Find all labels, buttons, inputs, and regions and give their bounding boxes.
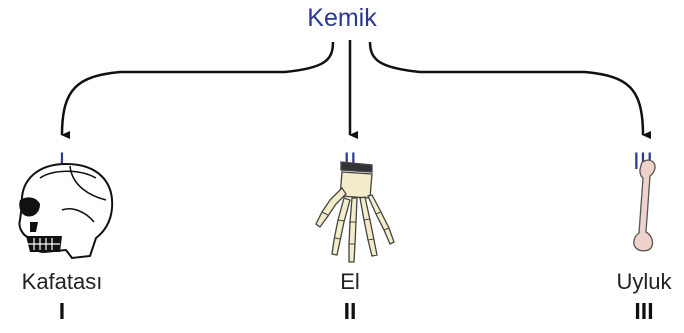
label-ii-top: II [343, 148, 356, 176]
label-el: El [340, 269, 360, 295]
arrow-to-iii [370, 42, 643, 135]
label-iii-top: III [633, 148, 653, 176]
arrow-to-i [62, 42, 333, 135]
label-i-top: I [59, 148, 66, 176]
label-i-bottom: I [59, 298, 65, 325]
label-ii-bottom: II [344, 298, 357, 325]
label-uyluk: Uyluk [616, 269, 671, 295]
label-kafatasi: Kafatası [22, 269, 103, 295]
label-iii-bottom: III [634, 298, 653, 325]
